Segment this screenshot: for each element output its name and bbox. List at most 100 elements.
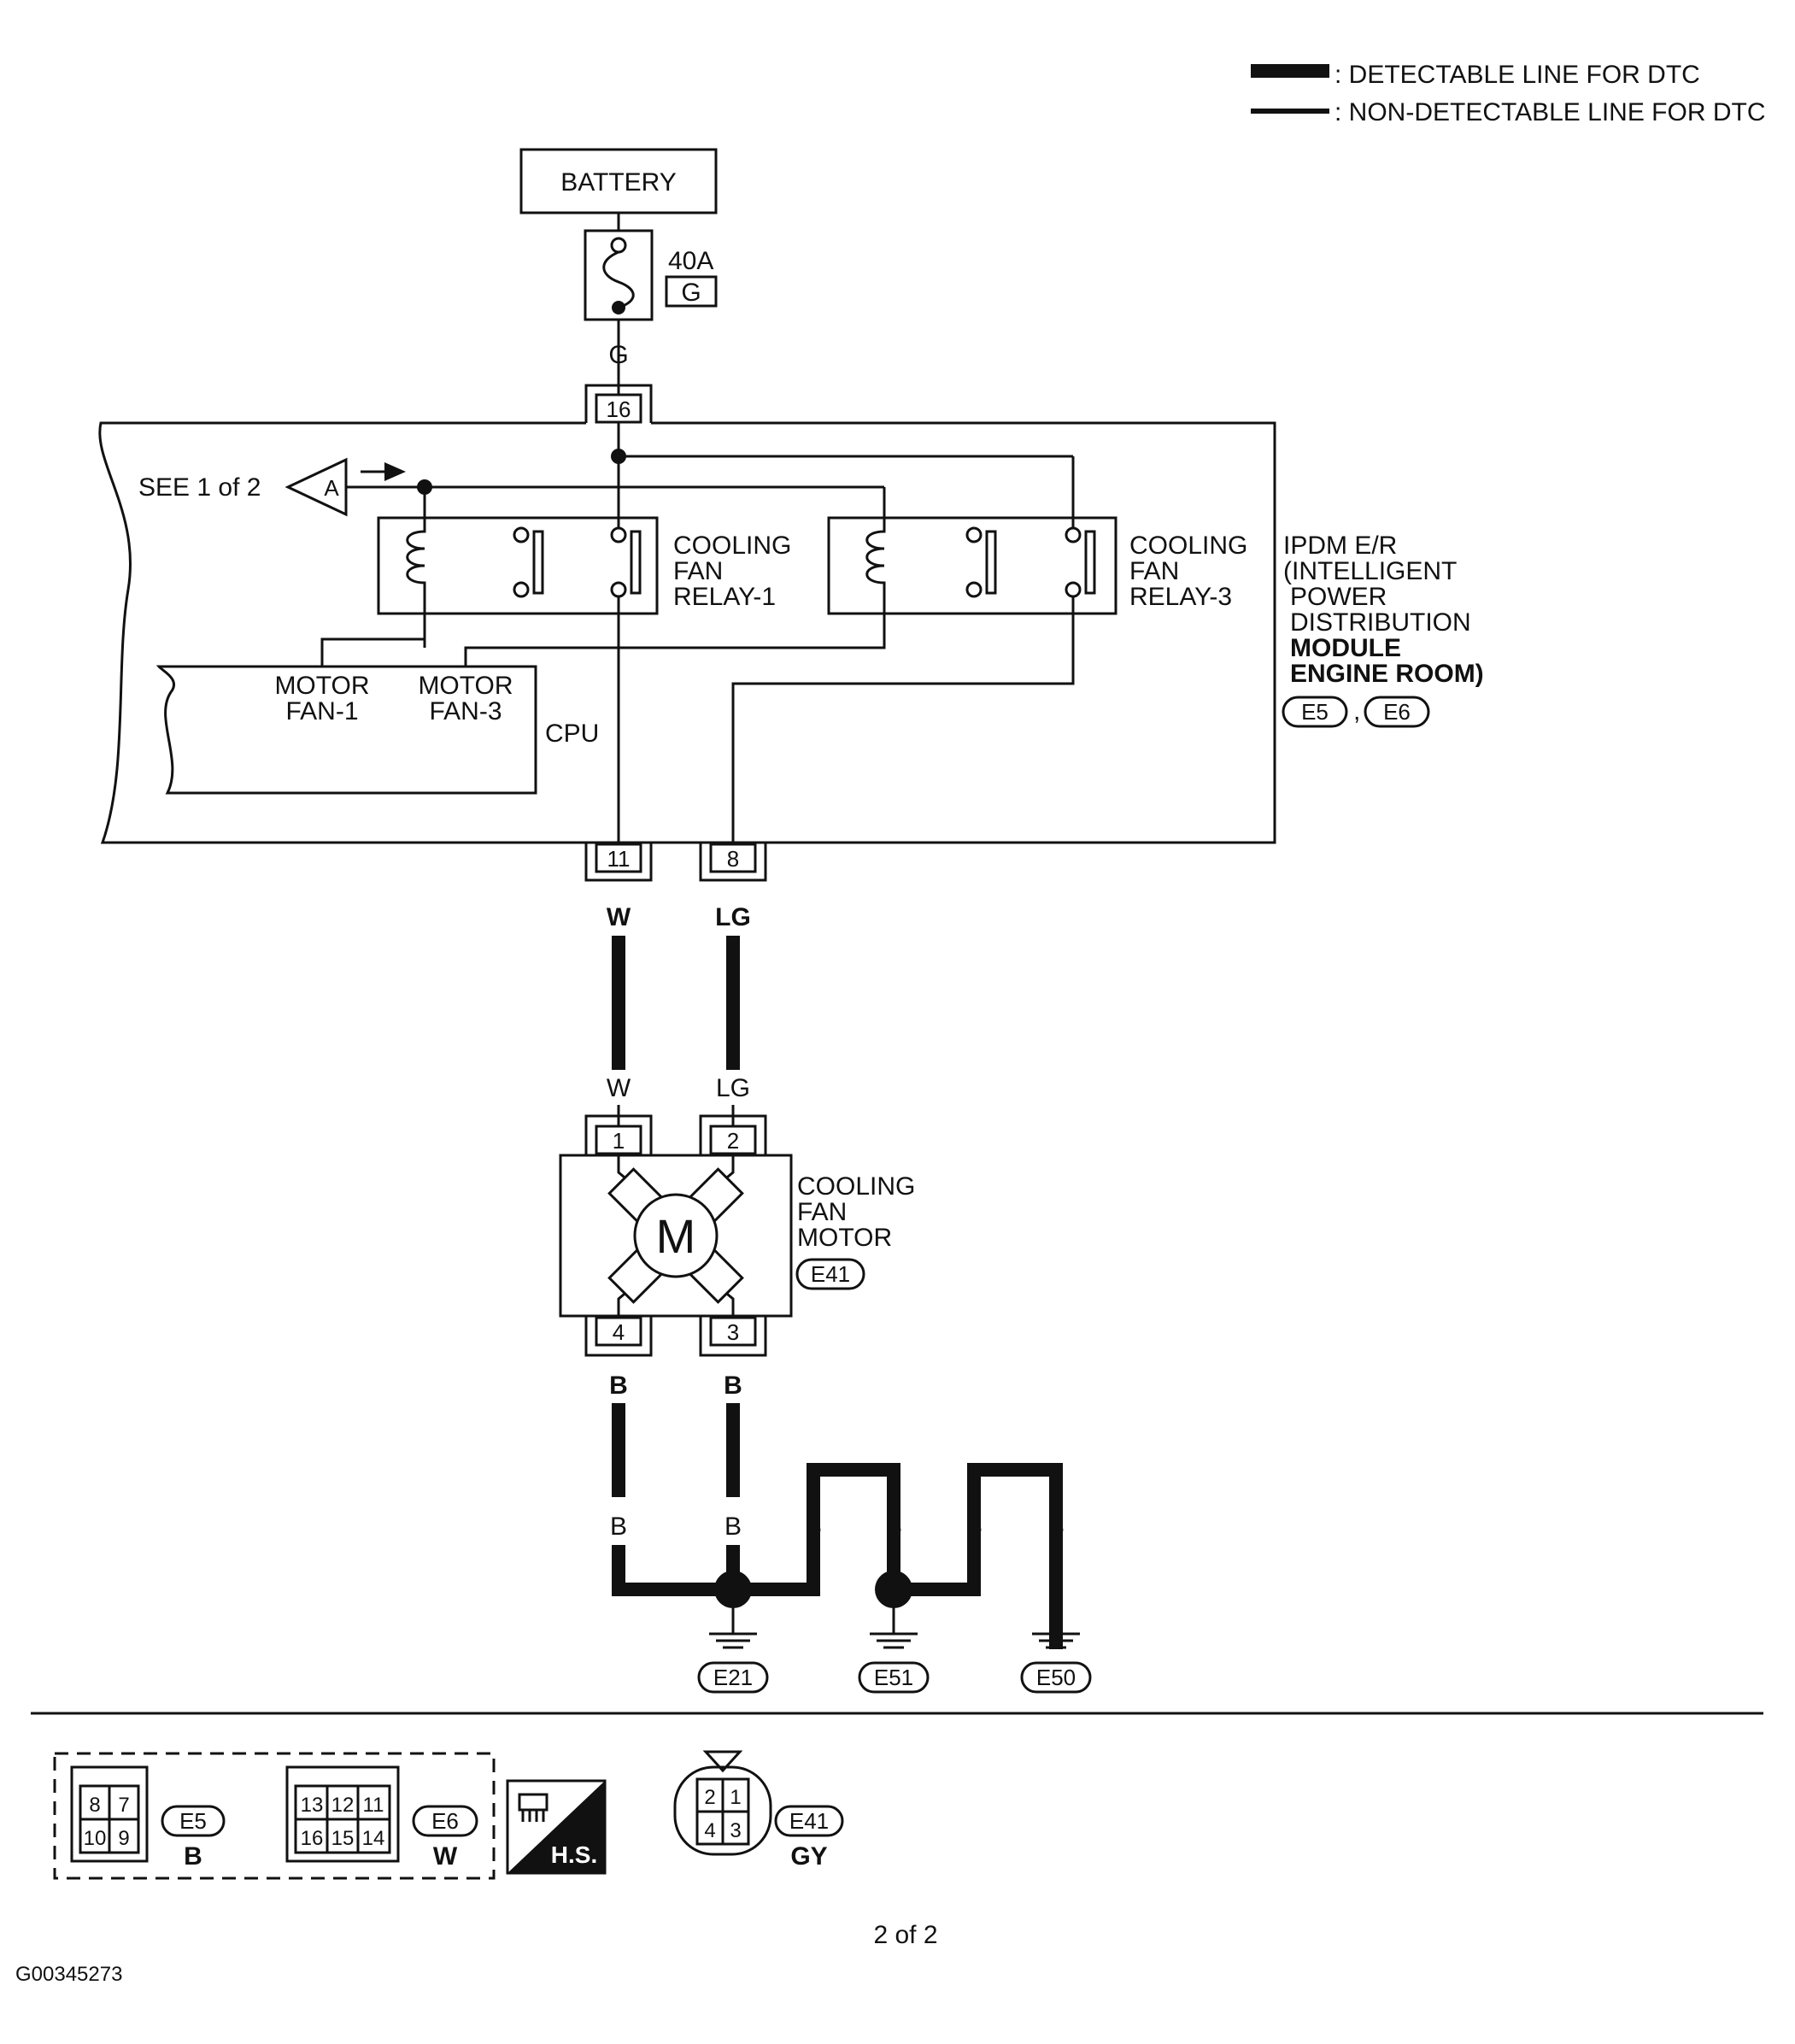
motor-connector-badge <box>795 1258 865 1290</box>
e6-view-id: E6 <box>431 1808 459 1834</box>
fuse-element-icon <box>602 250 635 309</box>
ipdm-connector-e5: E5 <box>1301 699 1329 725</box>
wire-color-b-label-2: B <box>724 1512 742 1541</box>
motor-name-3: MOTOR <box>797 1224 892 1252</box>
ipdm-connector-e6-badge <box>1364 696 1430 728</box>
ipdm-name-2: (INTELLIGENT <box>1283 557 1457 585</box>
e41-pin-3: 3 <box>730 1819 741 1842</box>
cpu: MOTOR FAN-1 MOTOR FAN-3 CPU <box>155 665 599 795</box>
motor-box <box>559 1154 793 1318</box>
connector-pin-11: 11 <box>584 843 653 882</box>
pin-11-label: 11 <box>607 846 631 872</box>
connector-e41-view: 2 1 4 3 E41 GY <box>673 1750 844 1871</box>
e6-pin-12: 12 <box>331 1794 355 1817</box>
ipdm-name-5: MODULE <box>1290 634 1401 662</box>
ipdm-name-4: DISTRIBUTION <box>1290 608 1471 637</box>
relay1-contact-b-top <box>610 526 627 543</box>
wire-color-b-label-1: B <box>610 1512 627 1541</box>
relay3-contact-b-bottom <box>1065 581 1082 598</box>
e6-pin-15: 15 <box>331 1827 355 1850</box>
wire-color-lg-upper: LG <box>715 903 751 931</box>
motor-icon <box>633 1193 719 1278</box>
figure-id: G00345273 <box>15 1963 122 1986</box>
wire-color-w-upper: W <box>607 903 631 931</box>
e6-view-color: W <box>433 1842 458 1871</box>
ipdm-box <box>98 421 1276 844</box>
relay3-label-1: COOLING <box>1129 532 1247 560</box>
ground-e51-badge <box>858 1661 930 1694</box>
fuse-id: G <box>681 279 701 307</box>
hs-badge-fill <box>507 1781 605 1873</box>
wire-color-w-lower: W <box>607 1074 631 1102</box>
relay1-contact-a-top <box>513 526 530 543</box>
ground-e21-icon <box>709 1632 757 1649</box>
cpu-label: CPU <box>545 720 599 748</box>
relay3-switch-a <box>985 530 997 595</box>
fuse-bottom-terminal <box>612 301 625 314</box>
hs-label: H.S. <box>551 1841 597 1868</box>
ipdm-connector-e6: E6 <box>1383 699 1411 725</box>
pin-8-label: 8 <box>727 846 739 872</box>
e41-pin-4: 4 <box>704 1819 715 1842</box>
motor-symbol: M <box>656 1209 696 1263</box>
ground-e21-junction <box>714 1571 752 1608</box>
e41-view-color: GY <box>790 1842 827 1871</box>
fuse-top-terminal <box>610 237 627 254</box>
cooling-fan-relay-3: COOLING FAN RELAY-3 <box>827 516 1247 648</box>
relay3-contact-a-bottom <box>965 581 983 598</box>
ground-wire-4-to-e21 <box>612 1545 733 1596</box>
connector-pin-8: 8 <box>699 843 767 882</box>
e41-pin-2: 2 <box>704 1786 715 1809</box>
pin-16-label: 16 <box>607 396 631 422</box>
relay3-box <box>827 516 1117 615</box>
relay1-label-2: FAN <box>673 557 723 585</box>
hs-harness-side-badge: H.S. <box>506 1779 607 1875</box>
fuse-rating: 40A <box>668 247 713 275</box>
motor-fan3-label-2: FAN-3 <box>429 697 502 725</box>
motor-fan3-label-1: MOTOR <box>418 672 513 700</box>
e5-view-color: B <box>184 1842 202 1871</box>
e41-lock-tab-icon <box>702 1750 743 1773</box>
battery-label: BATTERY <box>560 168 677 197</box>
motor-pin-3-label: 3 <box>727 1319 739 1345</box>
motor-name-1: COOLING <box>797 1172 915 1201</box>
ground-e51-id: E51 <box>874 1665 913 1690</box>
ipdm-module: SEE 1 of 2 A COOLING FAN RELAY-1 <box>98 421 1484 851</box>
connector-e5-view: 8 7 10 9 E5 B <box>70 1765 226 1871</box>
motor-pin-4: 4 <box>584 1316 653 1357</box>
ground-e50-id: E50 <box>1036 1665 1076 1690</box>
cooling-fan-relay-1: COOLING FAN RELAY-1 <box>377 516 791 648</box>
wire-color-battery-feed: G <box>608 341 628 369</box>
motor-connector-id: E41 <box>811 1261 850 1287</box>
see-reference-text: SEE 1 of 2 <box>138 473 261 502</box>
relay1-switch-a <box>532 530 544 595</box>
e5-pin-10: 10 <box>84 1827 107 1850</box>
ground-jumper-e21-e51 <box>733 1463 900 1596</box>
wire-color-b-pin4: B <box>609 1371 628 1400</box>
relay1-label-3: RELAY-1 <box>673 583 776 611</box>
ground-e50: E50 <box>1020 1632 1092 1694</box>
ground-e21-id: E21 <box>713 1665 753 1690</box>
cpu-box <box>155 665 537 795</box>
connector-group-dashed-box <box>53 1752 496 1880</box>
wire-color-lg-lower: LG <box>716 1074 750 1102</box>
e6-pin-11: 11 <box>363 1794 384 1817</box>
e6-pin-13: 13 <box>301 1794 324 1817</box>
page-number: 2 of 2 <box>873 1921 937 1949</box>
relay3-switch-b <box>1084 530 1096 595</box>
relay1-switch-b <box>630 530 642 595</box>
e5-view-id: E5 <box>179 1808 207 1834</box>
reference-a-letter: A <box>324 475 339 501</box>
e5-pin-8: 8 <box>89 1794 100 1817</box>
ground-e51-junction <box>875 1571 912 1608</box>
relay3-label-3: RELAY-3 <box>1129 583 1232 611</box>
relay3-coil-to-cpu <box>464 593 886 667</box>
ground-e51: E51 <box>858 1571 930 1694</box>
battery: BATTERY <box>519 148 718 214</box>
relay1-coil-icon <box>406 523 426 648</box>
relay1-label-1: COOLING <box>673 532 791 560</box>
legend: : DETECTABLE LINE FOR DTC : NON-DETECTAB… <box>1251 61 1766 126</box>
relay3-contact-a-top <box>965 526 983 543</box>
ipdm-name-3: POWER <box>1290 583 1387 611</box>
e6-pin-16: 16 <box>301 1827 324 1850</box>
